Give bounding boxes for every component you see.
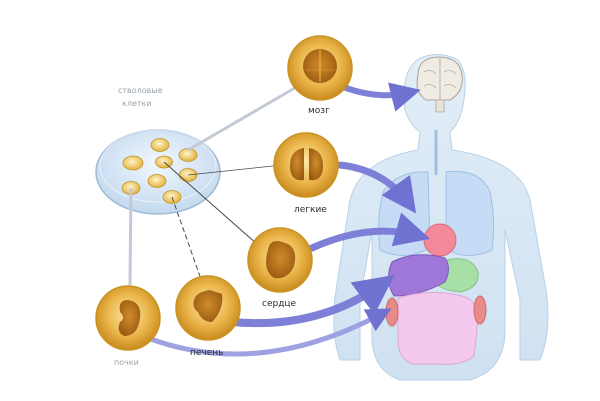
stem-cells-label: стволовые [118,86,163,95]
stem-cell [122,155,144,171]
organ-arrows [145,82,431,357]
line-to-lungs-cell [187,164,283,176]
stem-cells-label-2: клетки [122,99,152,108]
line-to-brain-cell [187,83,301,152]
lungs-label: легкие [294,205,327,215]
line-to-liver-cell [171,196,203,283]
arrow-liver [228,274,395,328]
stem-cell [147,174,167,188]
intestines-organ [397,291,479,365]
arrow-lungs [336,161,417,214]
arrow-brain [343,82,421,112]
liver-cell [175,275,241,341]
heart-cell [247,227,313,293]
arrow-heart [308,212,431,252]
stem-cell [178,148,198,162]
kidney-cell [95,285,161,351]
lungs-cell [273,132,339,198]
liver-label: печень [190,348,223,358]
differentiation-lines [128,83,301,286]
stem-cell [150,138,170,152]
heart-label: сердце [262,299,297,309]
line-to-kidney-cell [128,187,133,286]
brain-label: мозг [308,106,330,116]
line-to-heart-cell [163,161,259,246]
kidney-label: почки [114,358,139,367]
arrow-kidney [145,308,392,357]
brain-cell [287,35,353,101]
heart-organ [423,223,457,257]
